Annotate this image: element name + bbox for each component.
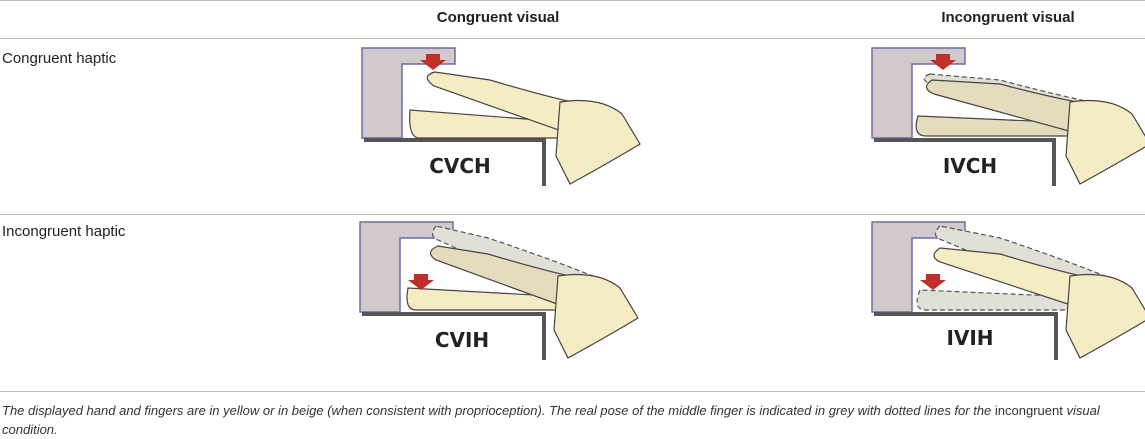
red-arrow-icon [408, 274, 434, 290]
caption-part-2: incongruent [994, 403, 1063, 418]
panel-label-ivih: IVIH [946, 326, 994, 350]
red-arrow-icon [420, 54, 446, 70]
panel-label-cvch: CVCH [429, 154, 491, 178]
table-caption: The displayed hand and fingers are in ye… [2, 401, 1137, 439]
red-arrow-icon [930, 54, 956, 70]
top-rule [0, 0, 1145, 1]
caption-part-3: visual condition. [2, 403, 1100, 437]
panel-ivih: IVIH [870, 218, 1145, 378]
hand-illustration-cvch [361, 47, 641, 186]
hand-illustration-ivch [871, 47, 1145, 186]
panel-cvih: CVIH [358, 218, 648, 378]
panel-label-ivch: IVCH [942, 154, 998, 178]
panel-ivch: IVCH [870, 44, 1145, 204]
row-header-congruent-haptic: Congruent haptic [2, 50, 117, 67]
hand-illustration-cvih [359, 221, 639, 360]
bottom-rule [0, 391, 1145, 392]
red-arrow-icon [920, 274, 946, 290]
row-divider [0, 214, 1145, 215]
column-header-incongruent-visual: Incongruent visual [941, 9, 1075, 26]
column-header-congruent-visual: Congruent visual [436, 9, 560, 26]
caption-part-1: The displayed hand and fingers are in ye… [2, 403, 992, 418]
row-header-incongruent-haptic: Incongruent haptic [2, 223, 126, 240]
panel-label-cvih: CVIH [434, 328, 490, 352]
panel-cvch: CVCH [360, 44, 650, 204]
header-rule [0, 38, 1145, 39]
hand-illustration-ivih [871, 221, 1145, 360]
